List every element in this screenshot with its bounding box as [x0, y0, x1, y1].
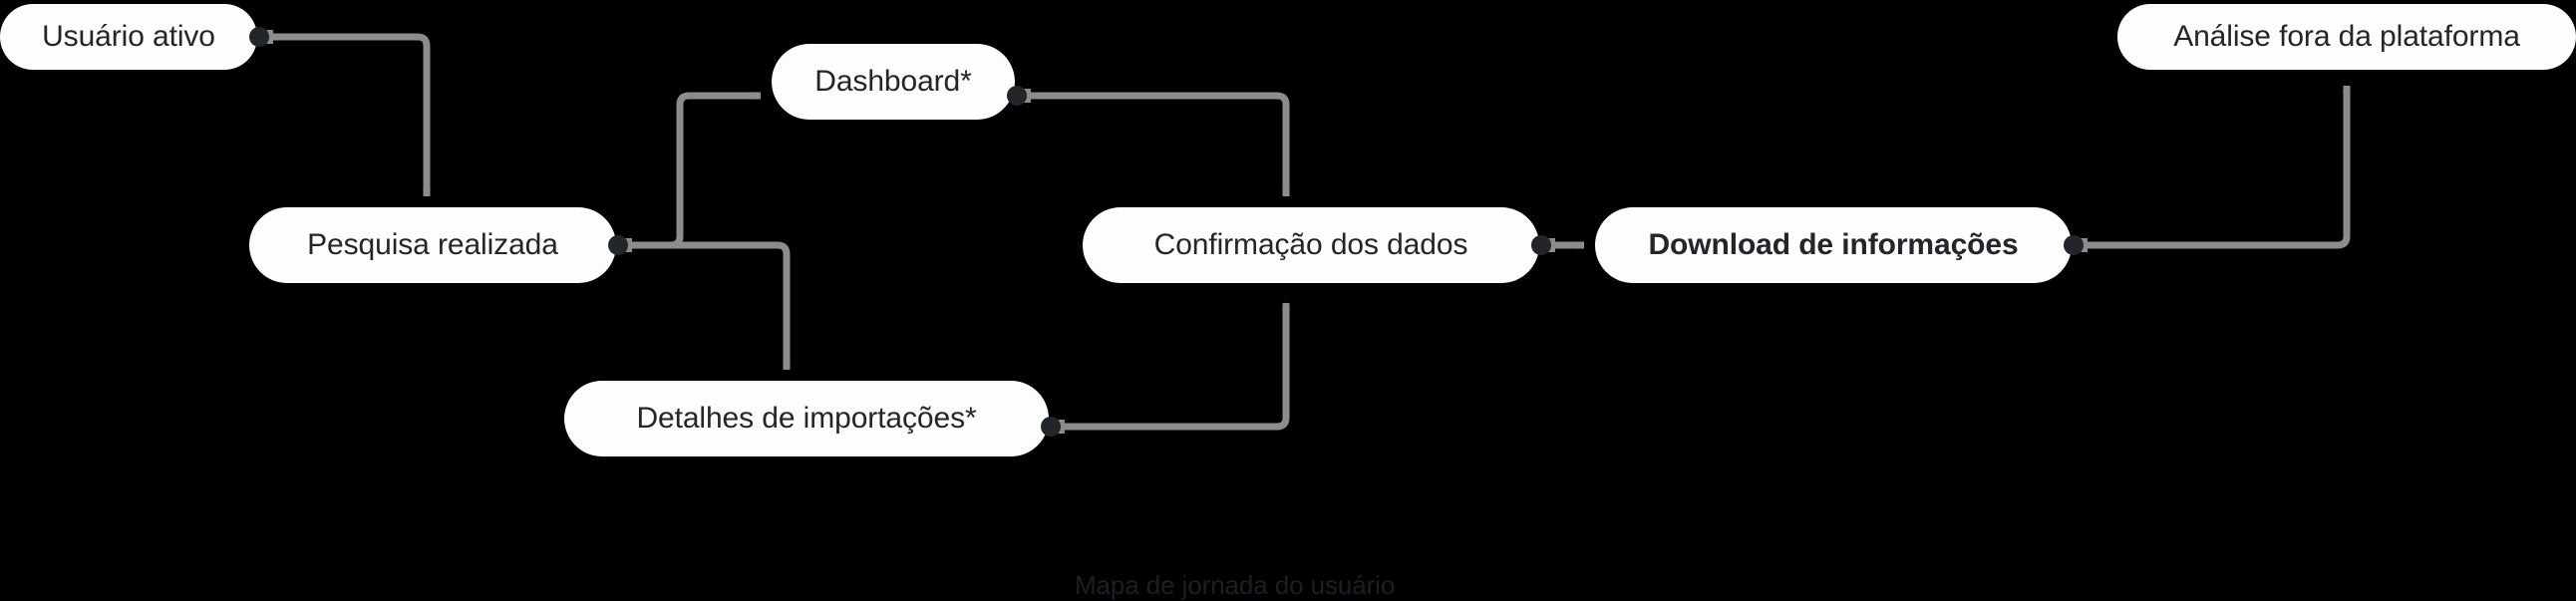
- edge-pesquisa-detalhes: [616, 241, 792, 371]
- port-dashboard-out[interactable]: [1007, 86, 1027, 106]
- node-detalhes-de-importacoes[interactable]: Detalhes de importações*: [564, 381, 1049, 456]
- node-label: Análise fora da plataforma: [2173, 20, 2520, 53]
- edge-detalhes-confirmacao: [1049, 302, 1291, 431]
- node-analise-fora-da-plataforma[interactable]: Análise fora da plataforma: [2117, 4, 2576, 70]
- port-download-out[interactable]: [2064, 235, 2084, 255]
- node-label: Download de informações: [1648, 228, 2019, 261]
- port-pesquisa-realizada-out[interactable]: [608, 235, 628, 255]
- node-download-de-informacoes[interactable]: Download de informações: [1595, 207, 2072, 283]
- edge-pesquisa-dashboard: [616, 91, 762, 249]
- node-label: Usuário ativo: [42, 20, 215, 53]
- node-pesquisa-realizada[interactable]: Pesquisa realizada: [249, 207, 616, 283]
- node-dashboard[interactable]: Dashboard*: [772, 44, 1015, 120]
- node-label: Dashboard*: [814, 65, 972, 98]
- footer-note: Mapa de jornada do usuário: [1075, 570, 1396, 600]
- port-usuario-ativo-out[interactable]: [249, 27, 269, 47]
- node-confirmacao-dos-dados[interactable]: Confirmação dos dados: [1083, 207, 1539, 283]
- node-label: Pesquisa realizada: [307, 228, 558, 261]
- node-label: Confirmação dos dados: [1153, 228, 1468, 261]
- edge-usuario-pesquisa: [257, 33, 432, 197]
- node-label: Detalhes de importações*: [636, 402, 977, 435]
- edge-dashboard-confirmacao: [1015, 92, 1291, 197]
- port-detalhes-out[interactable]: [1041, 417, 1061, 437]
- node-usuario-ativo[interactable]: Usuário ativo: [0, 4, 257, 70]
- port-confirmacao-out[interactable]: [1531, 235, 1551, 255]
- edge-download-analise: [2072, 85, 2352, 249]
